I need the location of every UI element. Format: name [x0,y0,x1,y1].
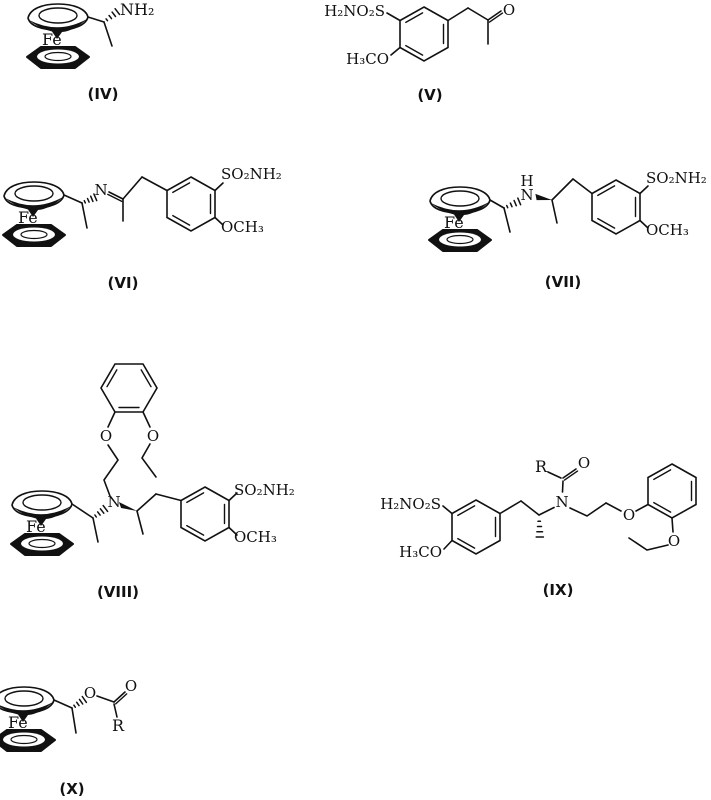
amine-nitrogen-label: N [520,186,533,204]
hashed-wedge-bond [105,7,121,22]
benzene-ring [180,486,230,542]
ferrocene-icon: Fe [10,490,74,556]
compound-label-iv: (IV) [88,85,119,103]
hashed-wedge-bond [535,520,545,538]
hashed-wedge-bond [73,695,88,708]
imine-nitrogen-label: N [94,181,107,199]
ferrocene-icon: Fe [0,686,56,752]
compound-label-v: (V) [417,86,442,104]
skeleton-bonds [489,178,649,233]
iron-atom-label: Fe [444,213,464,232]
amide-nitrogen-label: N [555,493,568,511]
compound-label-vii: (VII) [545,273,581,291]
skeleton-bonds [63,176,224,229]
skeleton-bonds [442,468,674,551]
ferrocene-icon: Fe [2,181,66,247]
amine-nitrogen-label: N [107,493,120,511]
methoxy-label: OCH₃ [221,218,264,236]
sulfonamide-label: SO₂NH₂ [646,169,707,187]
catechol-ring [100,363,158,413]
iron-atom-label: Fe [26,517,46,536]
skeleton-bonds [87,16,113,47]
carbonyl-oxygen-label: O [125,677,137,695]
sulfonamide-label: SO₂NH₂ [221,165,282,183]
skeleton-bonds [71,411,238,543]
r-group-label: R [535,457,548,476]
ethoxy-oxygen-label: O [668,532,680,550]
ferrocene-icon: Fe [428,186,492,252]
skeleton-bonds [53,691,128,734]
carbonyl-oxygen-label: O [578,454,590,472]
amine-hydrogen-label: H [520,172,533,190]
benzene-ring-left [451,499,501,555]
methoxy-label: H₃CO [346,50,389,68]
compound-label-viii: (VIII) [97,583,139,601]
structure-vii: Fe H N SO₂NH₂ OCH₃ (VII) [428,169,707,291]
structure-x: Fe O O R (X) [0,677,137,798]
methoxy-label: OCH₃ [234,528,277,546]
methoxy-label: H₃CO [399,543,442,561]
iron-atom-label: Fe [18,208,38,227]
benzene-ring-right [647,463,697,519]
ferrocene-icon: Fe [26,3,90,69]
hashed-wedge-bond [83,193,98,204]
carbonyl-oxygen-label: O [503,1,515,19]
compound-label-ix: (IX) [543,581,574,599]
benzene-ring [166,176,216,232]
solid-wedge-bond [118,502,137,511]
structure-iv: Fe NH₂ (IV) [26,0,154,103]
structure-vi: Fe N SO₂NH₂ OCH₃ (VI) [2,165,282,292]
sulfonamide-label: H₂NO₂S [380,495,441,513]
phenoxy-oxygen-label: O [623,506,635,524]
benzene-ring [399,6,449,62]
hashed-wedge-bond [505,197,522,209]
compound-label-vi: (VI) [108,274,139,292]
r-group-label: R [112,716,125,735]
compound-label-x: (X) [59,780,84,798]
hashed-wedge-bond [94,504,109,518]
sulfonamide-label: SO₂NH₂ [234,481,295,499]
ester-oxygen-label: O [84,684,96,702]
benzene-ring [591,179,641,235]
iron-atom-label: Fe [42,30,62,49]
iron-atom-label: Fe [8,713,28,732]
structure-viii: Fe O O N SO₂NH₂ OCH₃ (VIII) [10,363,295,601]
structure-v: H₂NO₂S H₃CO O (V) [324,1,515,104]
methoxy-label: OCH₃ [646,221,689,239]
phenoxy-oxygen-label: O [100,427,112,445]
amine-label: NH₂ [120,0,154,19]
sulfonamide-label: H₂NO₂S [324,2,385,20]
skeleton-bonds [386,7,504,56]
structure-ix: H₂NO₂S H₃CO R O N O O (IX) [380,454,697,599]
ethoxy-oxygen-label: O [147,427,159,445]
solid-wedge-bond [535,193,552,201]
